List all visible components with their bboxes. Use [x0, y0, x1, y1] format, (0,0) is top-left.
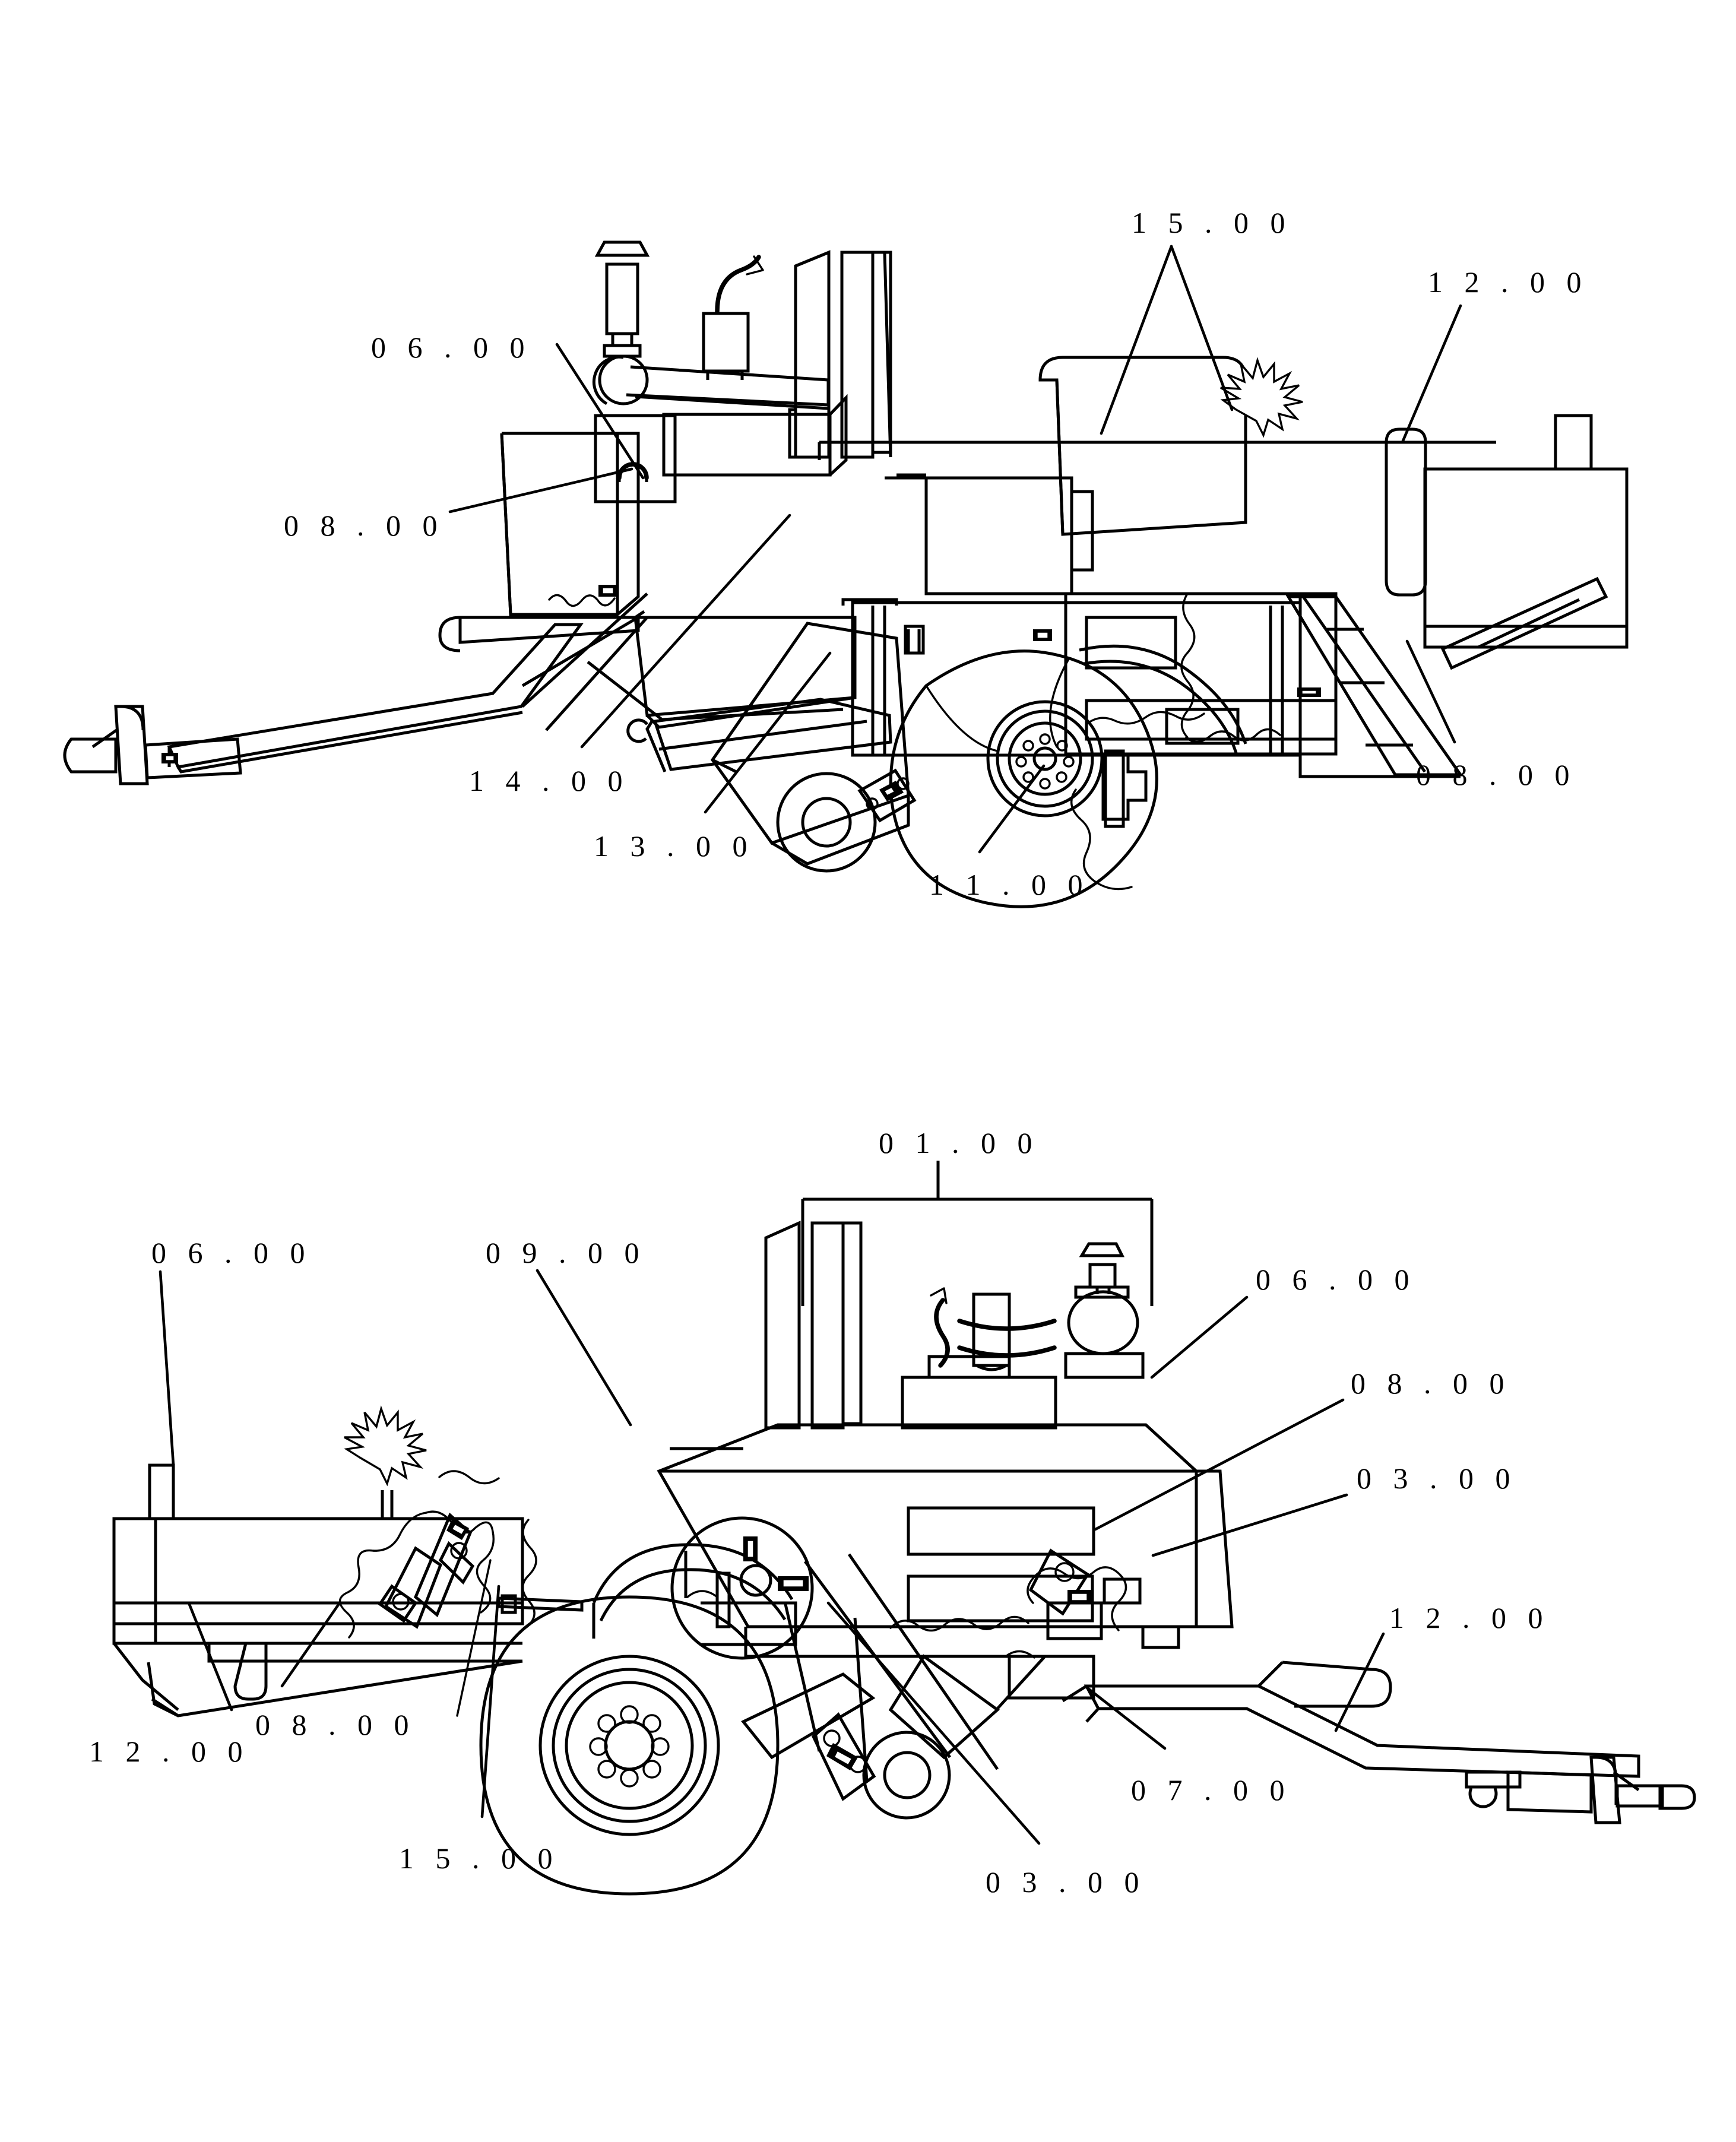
callout-12-00-lower-left[interactable]: 1 2 . 0 0 — [89, 1735, 250, 1768]
callout-06-00-upper[interactable]: 0 6 . 0 0 — [371, 331, 532, 364]
callout-07-00-lower[interactable]: 0 7 . 0 0 — [1131, 1773, 1292, 1807]
callout-12-00-upper[interactable]: 1 2 . 0 0 — [1428, 265, 1589, 299]
callout-08-00-upper-right[interactable]: 0 8 . 0 0 — [1416, 758, 1577, 791]
callout-08-00-lower-right[interactable]: 0 8 . 0 0 — [1351, 1367, 1512, 1400]
callout-15-00-upper[interactable]: 1 5 . 0 0 — [1132, 206, 1293, 239]
callout-11-00-upper[interactable]: 1 1 . 0 0 — [929, 868, 1090, 901]
callout-03-00-lower-right[interactable]: 0 3 . 0 0 — [1357, 1462, 1518, 1495]
callout-13-00-upper[interactable]: 1 3 . 0 0 — [594, 829, 755, 863]
callout-15-00-lower[interactable]: 1 5 . 0 0 — [399, 1842, 560, 1875]
lower-view-geometry — [112, 1161, 1696, 1896]
callout-09-00-lower[interactable]: 0 9 . 0 0 — [486, 1236, 647, 1269]
callout-03-00-lower-bottom[interactable]: 0 3 . 0 0 — [986, 1865, 1146, 1899]
callout-01-00-lower[interactable]: 0 1 . 0 0 — [879, 1126, 1040, 1159]
upper-view-leaders — [448, 245, 1462, 854]
upper-view-geometry — [63, 240, 1629, 908]
callout-06-00-lower-right[interactable]: 0 6 . 0 0 — [1256, 1263, 1417, 1296]
lower-view-leaders — [159, 1269, 1385, 1845]
callout-08-00-lower-bottom[interactable]: 0 8 . 0 0 — [255, 1708, 416, 1741]
callout-06-00-lower-left[interactable]: 0 6 . 0 0 — [151, 1236, 312, 1269]
callout-14-00-upper[interactable]: 1 4 . 0 0 — [469, 764, 630, 797]
callout-08-00-upper-left[interactable]: 0 8 . 0 0 — [284, 509, 445, 542]
callout-12-00-lower-right[interactable]: 1 2 . 0 0 — [1389, 1601, 1550, 1634]
